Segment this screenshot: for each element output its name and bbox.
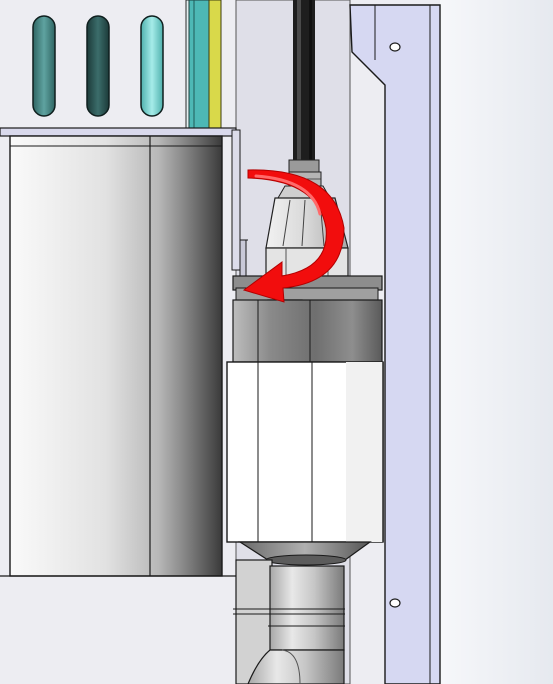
side-bracket (349, 4, 441, 684)
vertical-rails (185, 0, 222, 135)
tank-block (0, 135, 236, 577)
bracket-hole-top (389, 42, 401, 52)
black-cable (293, 0, 315, 172)
vent-slot-1 (32, 15, 56, 117)
pipe-elbow (247, 649, 345, 684)
vent-slot-3 (140, 15, 164, 117)
vent-slot-2 (86, 15, 110, 117)
bracket-hole-bottom (389, 598, 401, 608)
vent-slots (32, 15, 164, 117)
reducer-cone (237, 541, 372, 566)
canister-body (226, 299, 384, 543)
rotation-arrow (242, 169, 345, 303)
drain-pipe (233, 559, 345, 684)
